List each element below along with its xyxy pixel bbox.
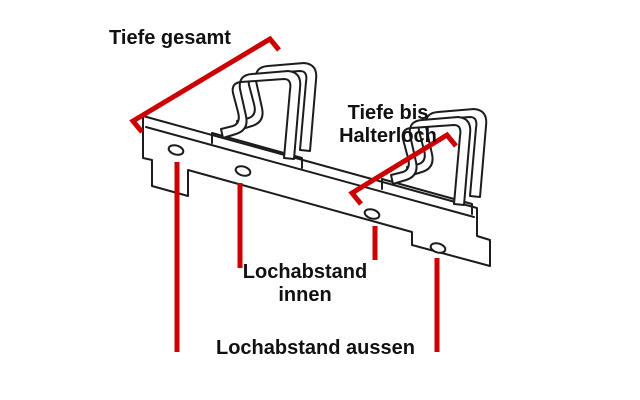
rail-fold-line <box>145 126 475 218</box>
hole-inner-right <box>363 208 381 220</box>
bracket-linework <box>142 62 491 267</box>
hole-inner-left <box>234 165 252 177</box>
right-clip-base-plate <box>381 178 473 215</box>
left-clip-base-plate <box>211 132 303 169</box>
label-tiefe-gesamt: Tiefe gesamt <box>109 27 231 49</box>
label-lochabstand-innen: Lochabstand innen <box>242 261 368 306</box>
rail-outline <box>142 115 491 267</box>
dimension-bracket-tiefe-gesamt <box>129 35 281 134</box>
dimension-lines <box>129 35 458 352</box>
dimension-bracket-tiefe-bis-halterloch <box>348 131 458 206</box>
hole-outer-left <box>167 144 185 156</box>
hole-outer-right <box>429 242 447 254</box>
label-lochabstand-aussen: Lochabstand aussen <box>216 337 415 359</box>
label-tiefe-bis-halterloch: Tiefe bis Halterloch <box>339 102 437 147</box>
